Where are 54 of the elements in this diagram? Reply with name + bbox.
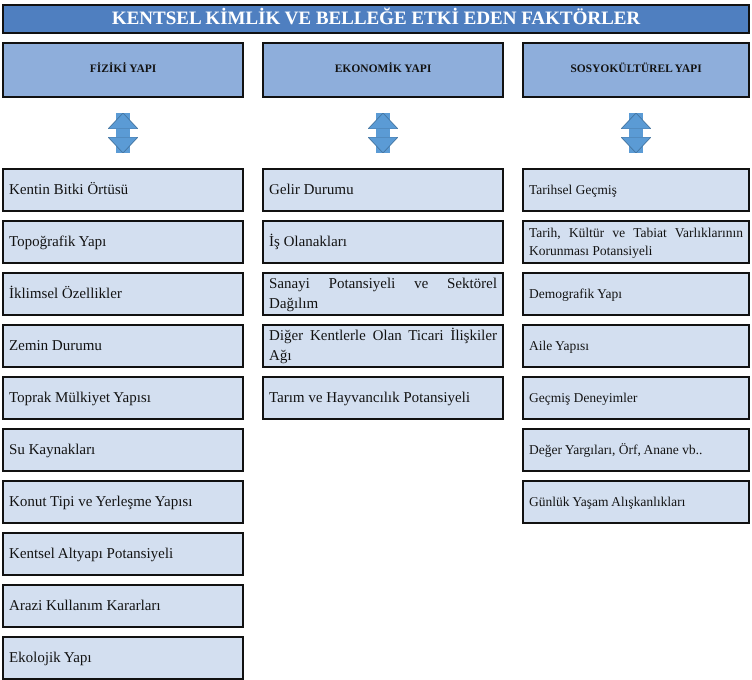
factor-box xyxy=(2,636,244,680)
factor-box xyxy=(262,220,504,264)
factor-box xyxy=(522,428,750,472)
double-arrow xyxy=(108,112,138,154)
category-heading: FİZİKİ YAPI xyxy=(88,62,158,78)
factor-box xyxy=(262,168,504,212)
factor-box xyxy=(522,324,750,368)
factor-text: Değer Yargıları, Örf, Anane vb.. xyxy=(529,440,704,459)
factor-box xyxy=(262,272,504,316)
factor-text: Demografik Yapı xyxy=(529,284,623,303)
factor-text: Tarım ve Hayvancılık Potansiyeli xyxy=(269,388,471,408)
factor-box xyxy=(522,168,750,212)
factor-box xyxy=(2,168,244,212)
factor-box xyxy=(522,220,750,264)
factor-box xyxy=(2,532,244,576)
factor-box xyxy=(2,220,244,264)
factor-text: Aile Yapısı xyxy=(529,336,590,355)
factor-text: Arazi Kullanım Kararları xyxy=(9,596,162,616)
factor-text: Sanayi Potansiyeli ve Sektörel Dağılım xyxy=(269,274,497,314)
factor-box xyxy=(2,272,244,316)
category-box xyxy=(522,42,750,98)
factor-text: Geçmiş Deneyimler xyxy=(529,388,638,407)
category-heading: EKONOMİK YAPI xyxy=(334,62,432,78)
factor-text: Kentin Bitki Örtüsü xyxy=(9,180,130,200)
factor-text: Diğer Kentlerle Olan Ticari İlişkiler Ağı xyxy=(269,326,497,366)
factor-box xyxy=(522,480,750,524)
factor-text: Tarih, Kültür ve Tabiat Varlıklarının Korunması Potansiyeli xyxy=(529,224,743,260)
factor-text: Topoğrafik Yapı xyxy=(9,232,108,252)
factor-text: Su Kaynakları xyxy=(9,440,96,460)
double-arrow xyxy=(368,112,398,154)
factor-text: Konut Tipi ve Yerleşme Yapısı xyxy=(9,492,194,512)
factor-text: Toprak Mülkiyet Yapısı xyxy=(9,388,152,408)
category-box xyxy=(262,42,504,98)
factor-box xyxy=(2,480,244,524)
factor-box xyxy=(2,584,244,628)
factor-text: Tarihsel Geçmiş xyxy=(529,180,618,199)
factor-box xyxy=(262,376,504,420)
factor-text: Zemin Durumu xyxy=(9,336,103,356)
factor-text: İklimsel Özellikler xyxy=(9,284,123,304)
factor-text: Günlük Yaşam Alışkanlıkları xyxy=(529,492,686,511)
factor-text: İş Olanakları xyxy=(269,232,348,252)
factor-text: Gelir Durumu xyxy=(269,180,355,200)
factor-box xyxy=(262,324,504,368)
category-heading: SOSYOKÜLTÜREL YAPI xyxy=(569,62,703,78)
factor-box xyxy=(522,272,750,316)
factor-box xyxy=(2,376,244,420)
factor-box xyxy=(2,428,244,472)
factor-box xyxy=(2,324,244,368)
title-banner: KENTSEL KİMLİK VE BELLEĞE ETKİ EDEN FAKTÖRLER xyxy=(2,4,750,34)
factor-text: Kentsel Altyapı Potansiyeli xyxy=(9,544,174,564)
category-box xyxy=(2,42,244,98)
double-arrow xyxy=(620,112,652,154)
factor-text: Ekolojik Yapı xyxy=(9,648,93,668)
factor-box xyxy=(522,376,750,420)
